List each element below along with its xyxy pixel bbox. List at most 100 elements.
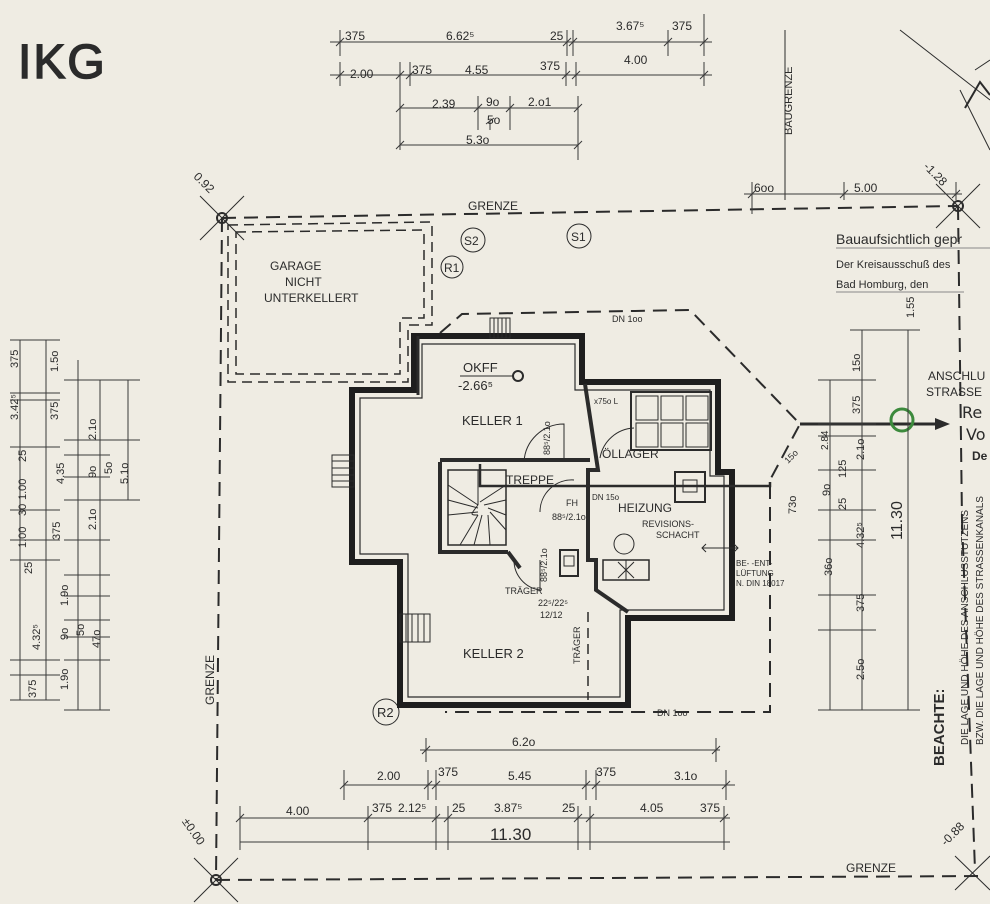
fh-dim: 88⁵/2.1o — [552, 512, 586, 522]
chimney-dim-2: 12/12 — [540, 610, 563, 620]
corner-height-bl: ±0.00 — [179, 815, 208, 848]
dim-left-3: 375 — [49, 402, 61, 420]
window-keller2 — [399, 613, 431, 643]
dim-left-20: 47o — [91, 630, 103, 648]
dim-right-6: 73o — [787, 496, 799, 514]
door-dim-1: 88⁵/2.1o — [542, 421, 552, 455]
corner-marker-tr — [935, 183, 981, 229]
note-line-1: DIE LAGE UND HÖHE DES ANSCHLUSSTUTZENS — [959, 510, 971, 745]
dim-left-21: 375 — [27, 680, 39, 698]
dim-bottom-r2-4: 3.1o — [674, 769, 698, 783]
dim-top-r3-1: 9o — [486, 95, 500, 109]
traeger-label-2: TRÄGER — [572, 626, 582, 664]
dim-left-6: 4.35 — [55, 463, 67, 484]
hand-note-d: De — [972, 449, 988, 463]
grenze-left-label: GRENZE — [203, 655, 217, 705]
dim-top-right-0: 6oo — [754, 181, 774, 195]
dim-bottom-r3-7: 375 — [700, 801, 720, 815]
dim-top-r2-0: 2.00 — [350, 67, 374, 81]
dim-top-r1-3: 3.67⁵ — [616, 19, 644, 33]
revision-shaft — [613, 533, 635, 555]
dim-top-right-1: 5.00 — [854, 181, 878, 195]
dim-left-8: 5o — [103, 462, 115, 474]
dim-right-4: 9o — [821, 484, 833, 496]
note-line-2: BZW. DIE LAGE UND HÖHE DES STRASSENKANAL… — [974, 496, 986, 745]
dim-top-r2-3: 375 — [540, 59, 560, 73]
oil-tanks — [630, 391, 712, 451]
marker-r1 — [440, 255, 464, 279]
dim-left-5: 25 — [17, 450, 29, 462]
dim-left-18: 9o — [59, 628, 71, 640]
dims-bottom — [235, 738, 735, 850]
hand-note-v: Vo — [966, 425, 986, 444]
dim-right-2: 2.1o — [855, 439, 867, 460]
marker-r2-label: R2 — [377, 705, 394, 720]
dim-top-r1-1: 6.62⁵ — [446, 29, 474, 43]
corner-height-tr: -1.28 — [921, 159, 950, 188]
garage-label-3: UNTERKELLERT — [264, 291, 359, 305]
belueftung-label-2: LÜFTUNG — [736, 569, 774, 578]
garage-label-1: GARAGE — [270, 259, 321, 273]
window-top — [489, 317, 511, 339]
window-left — [331, 454, 355, 488]
dim-bottom-r1-0: 6.2o — [512, 735, 536, 749]
keller1-label: KELLER 1 — [462, 413, 523, 428]
staircase — [447, 469, 507, 546]
dim-right-9: 375 — [855, 594, 867, 612]
dim-left-11: 30 — [17, 504, 29, 516]
dn-heiz-label: DN 15o — [592, 493, 620, 502]
vent-arrow — [701, 543, 739, 553]
dim-left-7: 9o — [87, 466, 99, 478]
dim-bottom-r2-0: 2.00 — [377, 769, 401, 783]
beachte-label: BEACHTE: — [931, 689, 948, 767]
fh-label: FH — [566, 498, 578, 508]
tank-label: x75o L — [594, 397, 619, 406]
grenze-top-label: GRENZE — [468, 199, 518, 213]
property-boundary — [215, 205, 986, 881]
corner-height-br: -0.88 — [938, 819, 967, 848]
dim-top-r2-2: 4.55 — [465, 63, 489, 77]
corner-marker-bl — [193, 857, 239, 903]
dim-right-8: 36o — [823, 558, 835, 576]
dim-bottom-r3-6: 4.05 — [640, 801, 664, 815]
dim-right-0: 15o — [851, 354, 863, 372]
dim-bottom-r3-0: 4.00 — [286, 804, 310, 818]
baugrenze-label: BAUGRENZE — [783, 67, 795, 135]
okff-label: OKFF — [463, 360, 498, 375]
okff-marker — [460, 370, 524, 382]
dim-bottom-r3-3: 25 — [452, 801, 466, 815]
dims-left — [10, 339, 140, 711]
dim-top-r2-1: 375 — [412, 63, 432, 77]
dim-left-14: 2.1o — [87, 509, 99, 530]
dim-bottom-r2-1: 375 — [438, 765, 458, 779]
dim-bottom-overall: 11.30 — [490, 825, 531, 844]
dim-top-r2-4: 4.00 — [624, 53, 648, 67]
green-marker — [889, 407, 915, 433]
treppe-label: TREPPE — [506, 473, 554, 487]
dim-left-13: 375 — [51, 522, 63, 540]
anschluss-label-1: ANSCHLU — [928, 369, 985, 383]
dim-right-5: 25 — [837, 498, 849, 510]
dim-left-4: 2.1o — [87, 419, 99, 440]
basement-walls — [349, 333, 735, 708]
small-2-84: 2.84 — [820, 430, 831, 450]
corner-marker-tl — [199, 195, 245, 241]
dim-right-overall: 11.30 — [889, 501, 906, 540]
dim-top-r1-2: 25 — [550, 29, 564, 43]
dim-right-3: 125 — [837, 460, 849, 478]
dim-bottom-r2-3: 375 — [596, 765, 616, 779]
dim-bottom-r3-5: 25 — [562, 801, 576, 815]
north-arrow — [899, 29, 990, 151]
okff-value: -2.66⁵ — [458, 378, 493, 393]
belueftung-label-1: BE- -ENT- — [736, 559, 773, 568]
stamp-line-2: Der Kreisausschuß des — [836, 259, 951, 271]
dim-right-11: 1.55 — [905, 297, 917, 318]
dim-bottom-r3-4: 3.87⁵ — [494, 801, 522, 815]
stamp-line-3: Bad Homburg, den — [836, 279, 928, 291]
dim-right-10: 2.5o — [855, 659, 867, 680]
dim-left-2: 3.42⁵ — [9, 394, 21, 420]
belueftung-label-3: N. DIN 18017 — [736, 579, 785, 588]
dim-left-19: 5o — [75, 624, 87, 636]
marker-s1-label: S1 — [571, 230, 586, 244]
dim-left-9: 5.1o — [119, 463, 131, 484]
